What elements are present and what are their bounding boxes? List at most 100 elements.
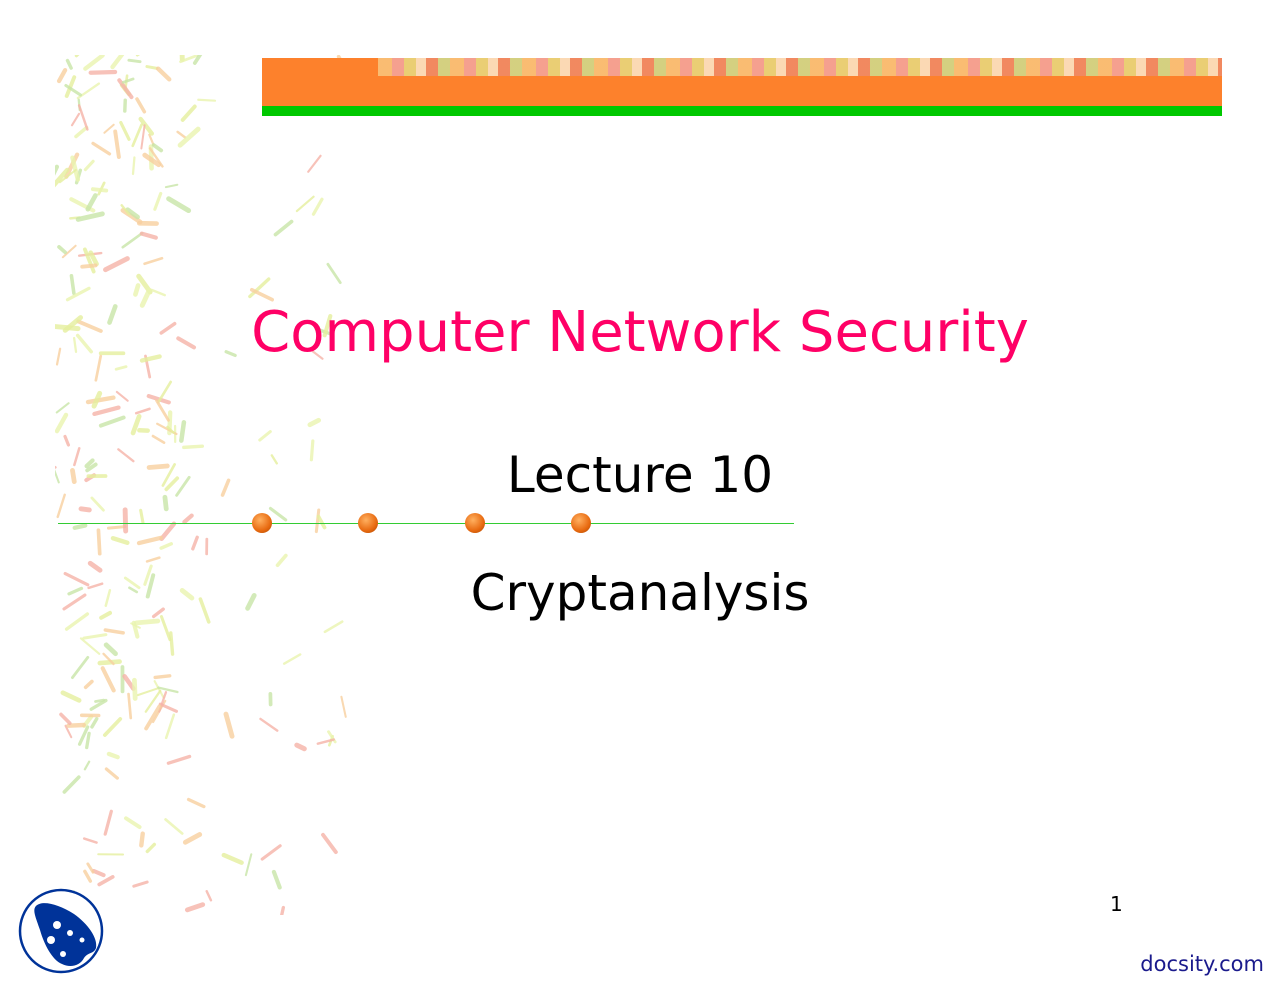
pattern-stroke [164,713,176,740]
pattern-stroke [260,844,282,861]
pattern-stroke [139,508,145,525]
pattern-stroke [271,869,282,890]
pattern-stroke [132,880,149,888]
pattern-stroke [127,58,142,64]
pattern-stroke [179,588,195,601]
pattern-stroke [323,620,344,634]
pattern-stroke [72,336,78,353]
pattern-stroke [72,523,88,530]
pattern-stroke [133,283,141,297]
pattern-stroke [113,129,121,159]
pattern-stroke [82,837,98,844]
pattern-stroke [220,478,231,497]
pattern-stroke [104,767,119,780]
pattern-stroke [103,809,113,836]
pattern-stroke [192,55,203,65]
pattern-stroke [83,869,93,883]
pattern-stroke [186,797,206,809]
pattern-stroke [82,247,96,274]
pattern-stroke [62,775,81,794]
pattern-stroke [311,350,324,360]
divider-bullet [358,513,378,533]
pattern-stroke [144,689,162,713]
divider-bullet [571,513,591,533]
pattern-stroke [117,78,134,100]
pattern-stroke [63,434,71,447]
slide-title: Computer Network Security [251,300,1029,365]
pattern-stroke [97,659,122,666]
pattern-stroke [55,402,70,414]
pattern-stroke [64,83,83,97]
pattern-stroke [100,666,116,693]
pattern-stroke [64,152,80,179]
pattern-stroke [57,245,67,255]
pattern-stroke [143,256,164,266]
pattern-stroke [91,390,103,409]
pattern-stroke [107,304,118,325]
pattern-stroke [177,126,201,148]
pattern-stroke [166,196,192,214]
pattern-stroke [83,679,94,690]
pattern-stroke [91,141,112,156]
pattern-stroke [71,655,90,680]
pattern-stroke [88,69,118,75]
pattern-stroke [295,195,315,213]
pattern-stroke [307,154,322,173]
pattern-stroke [75,211,105,222]
pattern-stroke [104,589,112,608]
pattern-stroke [80,263,98,269]
pattern-stroke [340,695,347,718]
pattern-stroke [270,454,278,465]
pattern-stroke [223,711,235,739]
pattern-stroke [85,193,98,212]
pattern-stroke [90,187,109,193]
pattern-stroke [63,571,90,587]
pattern-stroke [139,354,162,363]
pattern-stroke [145,573,156,599]
pattern-stroke [131,123,143,148]
pattern-stroke [321,832,338,855]
pattern-stroke [166,754,192,765]
pattern-stroke [151,434,166,444]
pattern-stroke [139,287,152,308]
pattern-stroke [119,120,131,141]
pattern-stroke [326,262,342,285]
pattern-stroke [94,354,103,382]
pattern-stroke [103,256,130,273]
divider-line [58,523,794,524]
pattern-stroke [150,288,166,297]
lecture-number: Lecture 10 [506,446,774,504]
pattern-stroke [87,560,103,573]
pattern-stroke [280,905,286,915]
pattern-stroke [92,405,121,417]
pattern-stroke [120,208,143,225]
pattern-stroke [84,458,95,469]
pattern-stroke [176,336,197,350]
pattern-stroke [244,853,253,877]
pattern-stroke [98,415,126,428]
pattern-stroke [121,231,144,249]
pattern-stroke [55,324,81,332]
pattern-stroke [139,831,145,848]
pattern-stroke [67,586,84,596]
pattern-stroke [62,593,87,611]
page-number: 1 [1110,892,1123,916]
pattern-stroke [110,55,125,70]
pattern-stroke [55,167,70,188]
pattern-stroke [83,760,91,771]
pattern-stroke [89,698,108,711]
pattern-stroke [153,191,163,211]
pattern-stroke [103,628,125,635]
pattern-stroke [205,890,213,902]
pattern-stroke [134,618,161,626]
pattern-stroke [110,535,130,545]
pattern-stroke [164,476,180,492]
pattern-stroke [102,652,115,666]
pattern-stroke [61,244,77,259]
pattern-stroke [55,412,69,434]
pattern-stroke [59,712,72,726]
pattern-stroke [159,521,177,542]
pattern-stroke [127,692,133,720]
pattern-stroke [74,55,80,58]
pattern-stroke [66,722,86,728]
